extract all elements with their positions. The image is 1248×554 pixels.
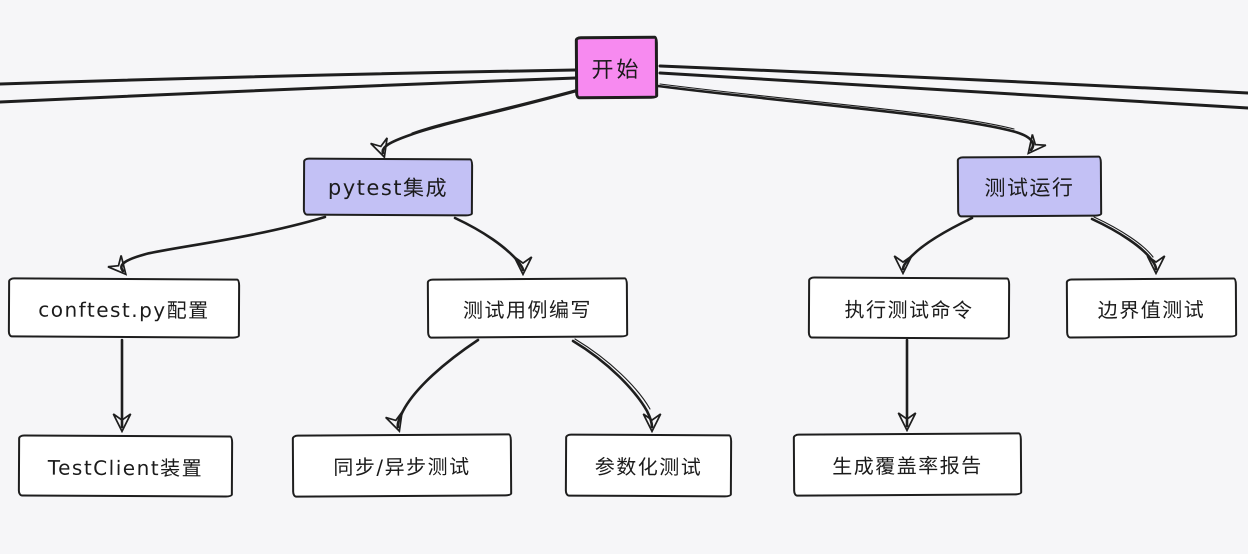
edge-start-offscreen-left-1	[0, 68, 577, 86]
edge-testrun-execcmd	[903, 216, 974, 269]
edge-start-pytest	[383, 88, 582, 153]
node-parameterized-test[interactable]: 参数化测试	[564, 433, 733, 498]
edge-start-testrun-sketch	[659, 83, 1015, 130]
edge-testcase-syncasync	[398, 338, 480, 427]
edge-start-pytest-sketch	[411, 87, 583, 134]
node-testclient-fixture[interactable]: TestClient装置	[17, 434, 234, 498]
node-coverage-report[interactable]: 生成覆盖率报告	[792, 432, 1023, 497]
node-conftest-config[interactable]: conftest.py配置	[7, 277, 241, 339]
edge-testrun-boundary-sketch	[1093, 216, 1154, 258]
node-test-case-writing[interactable]: 测试用例编写	[426, 277, 629, 339]
node-exec-test-command[interactable]: 执行测试命令	[807, 276, 1011, 340]
edge-start-offscreen-left-2	[0, 76, 578, 104]
node-pytest-integration[interactable]: pytest集成	[302, 157, 474, 217]
node-start[interactable]: 开始	[574, 35, 659, 100]
node-boundary-value-test[interactable]: 边界值测试	[1065, 277, 1238, 339]
edge-testcase-param-sketch	[574, 338, 651, 410]
node-sync-async-test[interactable]: 同步/异步测试	[291, 433, 513, 498]
edge-testrun-boundary	[1090, 217, 1156, 269]
edge-start-testrun	[656, 84, 1033, 150]
edge-start-offscreen-right-2	[658, 71, 1248, 110]
edge-start-offscreen-right-1	[658, 64, 1248, 95]
edge-testcase-param	[571, 339, 652, 427]
edge-pytest-testcase	[453, 216, 523, 270]
node-test-run[interactable]: 测试运行	[956, 155, 1103, 218]
edge-pytest-conftest	[121, 215, 327, 271]
